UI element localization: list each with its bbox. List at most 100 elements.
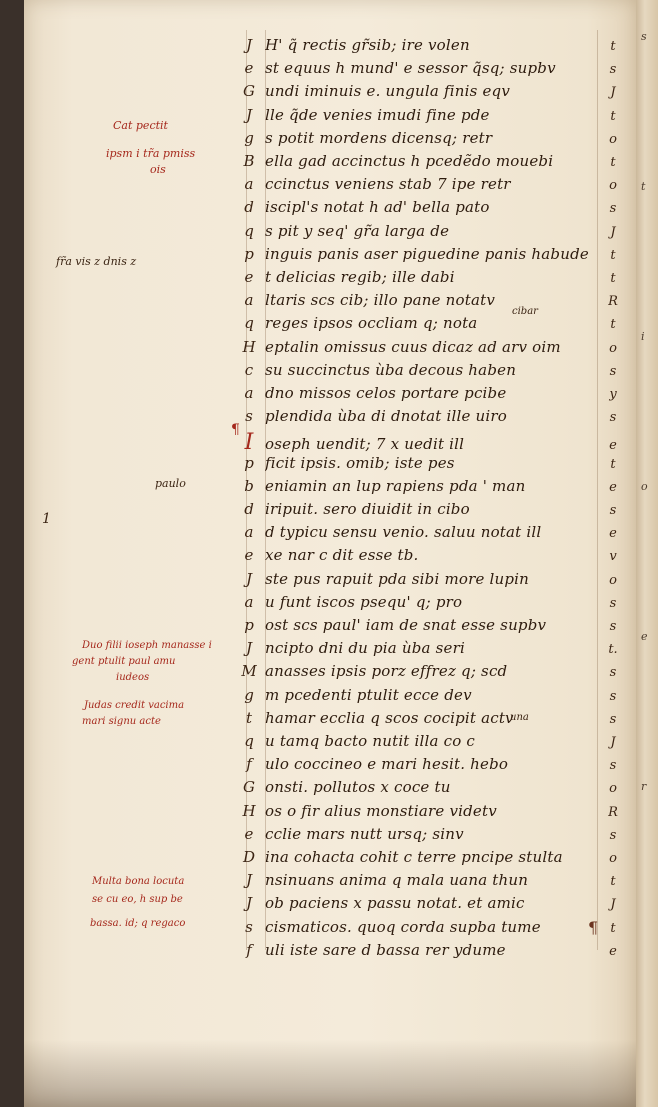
line-text: ficit ipsis. omib; iste pes xyxy=(265,453,455,472)
line-text: dno missos celos portare pcibe xyxy=(265,384,507,402)
line-right-letter: J xyxy=(610,897,616,913)
line-right-letter: s xyxy=(609,758,617,774)
interlinear-gloss: cibar xyxy=(512,306,538,317)
line-text: su succinctus ùba decous haben xyxy=(265,360,517,379)
text-line: p ficit ipsis. omib; iste pes t xyxy=(233,454,628,476)
line-text: iscipl's notat h ad' bella pato xyxy=(265,198,490,217)
line-right-letter: J xyxy=(610,85,616,101)
line-text: ina cohacta cohit c terre pncipe stulta xyxy=(265,848,563,866)
line-text: ella gad accinctus h pcedẽdo mouebi xyxy=(265,152,554,170)
line-right-letter: e xyxy=(609,479,617,495)
line-text: ulo coccineo e mari hesit. hebo xyxy=(265,755,509,774)
line-right-letter: R xyxy=(608,804,618,820)
line-initial: d xyxy=(244,500,254,518)
line-text: xe nar c dit esse tb. xyxy=(265,546,419,565)
line-initial: p xyxy=(244,244,254,263)
line-right-letter: o xyxy=(609,340,617,356)
line-initial: f xyxy=(246,755,252,774)
line-right-letter: o xyxy=(609,781,617,797)
facing-page-letter: t xyxy=(641,180,646,193)
line-right-letter: J xyxy=(610,735,616,750)
line-initial: e xyxy=(244,546,254,565)
line-text: cclie mars nutt ursq; sinv xyxy=(265,824,464,843)
line-initial: g xyxy=(244,685,254,704)
line-text: oseph uendit; 7 x uedit ill xyxy=(265,435,465,454)
line-right-letter: s xyxy=(609,827,617,843)
ruling-line-text xyxy=(265,30,266,950)
margin-note: Multa bona locuta xyxy=(92,876,185,887)
text-line: e xe nar c dit esse tb. v xyxy=(233,546,628,568)
margin-note: Duo filii ioseph manasse i xyxy=(82,640,212,651)
interlinear-gloss: una xyxy=(510,712,529,723)
line-right-letter: s xyxy=(609,595,617,611)
line-text: ste pus rapuit pda sibi more lupin xyxy=(265,569,530,588)
margin-note: se cu eo, h sup be xyxy=(92,894,183,905)
line-text: reges ipsos occliam q; nota xyxy=(265,314,478,333)
margin-note: gent ptulit paul amu xyxy=(72,656,176,667)
line-right-letter: t xyxy=(610,456,616,472)
margin-note: ipsm i tr̃a pmiss xyxy=(106,147,196,160)
line-right-letter: t xyxy=(610,271,616,286)
line-initial: J xyxy=(245,36,252,54)
line-initial: p xyxy=(244,453,254,472)
line-text: t delicias regib; ille dabi xyxy=(265,268,455,286)
line-text: s pit y seq' gr̃a larga de xyxy=(265,221,450,240)
margin-note: ois xyxy=(150,163,166,176)
facing-page-letter: i xyxy=(641,330,645,343)
line-initial: J xyxy=(245,105,252,124)
line-text: iripuit. sero diuidit in cibo xyxy=(265,500,470,518)
line-initial: H xyxy=(242,337,256,356)
line-initial: a xyxy=(244,592,254,611)
margin-note: bassa. id; q regaco xyxy=(90,918,186,929)
line-text: u funt iscos psequ' q; pro xyxy=(265,592,463,611)
line-text: undi iminuis e. ungula finis eqv xyxy=(265,82,511,101)
line-text: ccinctus veniens stab 7 ipe retr xyxy=(265,175,511,194)
line-right-letter: t xyxy=(610,39,616,54)
facing-page-letter: s xyxy=(641,30,647,43)
text-line: f ulo coccineo e mari hesit. hebo s xyxy=(233,755,628,777)
line-right-letter: t xyxy=(610,108,616,124)
line-right-letter: v xyxy=(609,549,617,565)
line-initial: J xyxy=(245,871,252,890)
text-line: a u funt iscos psequ' q; pro s xyxy=(233,593,628,615)
margin-note: paulo xyxy=(155,477,186,490)
line-text: ost scs paul' iam de snat esse supbv xyxy=(265,616,547,634)
line-right-letter: R xyxy=(608,294,618,310)
line-initial: a xyxy=(244,291,254,310)
line-text: ncipto dni du pia ùba seri xyxy=(265,639,465,658)
line-initial: J xyxy=(245,639,252,658)
line-right-letter: y xyxy=(609,387,617,402)
line-initial: M xyxy=(241,662,257,681)
line-text: H' q̃ rectis gr̃sib; ire volen xyxy=(265,36,470,54)
line-right-letter: s xyxy=(609,688,617,704)
line-initial: J xyxy=(245,894,252,913)
line-initial: H xyxy=(242,801,256,820)
ruling-line-right xyxy=(597,30,598,950)
line-initial: I xyxy=(244,430,254,456)
line-text: inguis panis aser piguedine panis habude xyxy=(265,244,589,263)
margin-note: iudeos xyxy=(116,672,150,683)
line-initial: c xyxy=(244,360,254,379)
line-initial: B xyxy=(243,152,255,170)
text-line: J H' q̃ rectis gr̃sib; ire volen t xyxy=(233,36,628,58)
line-text: eniamin an lup rapiens pda ' man xyxy=(265,476,526,495)
line-initial: e xyxy=(244,824,254,843)
